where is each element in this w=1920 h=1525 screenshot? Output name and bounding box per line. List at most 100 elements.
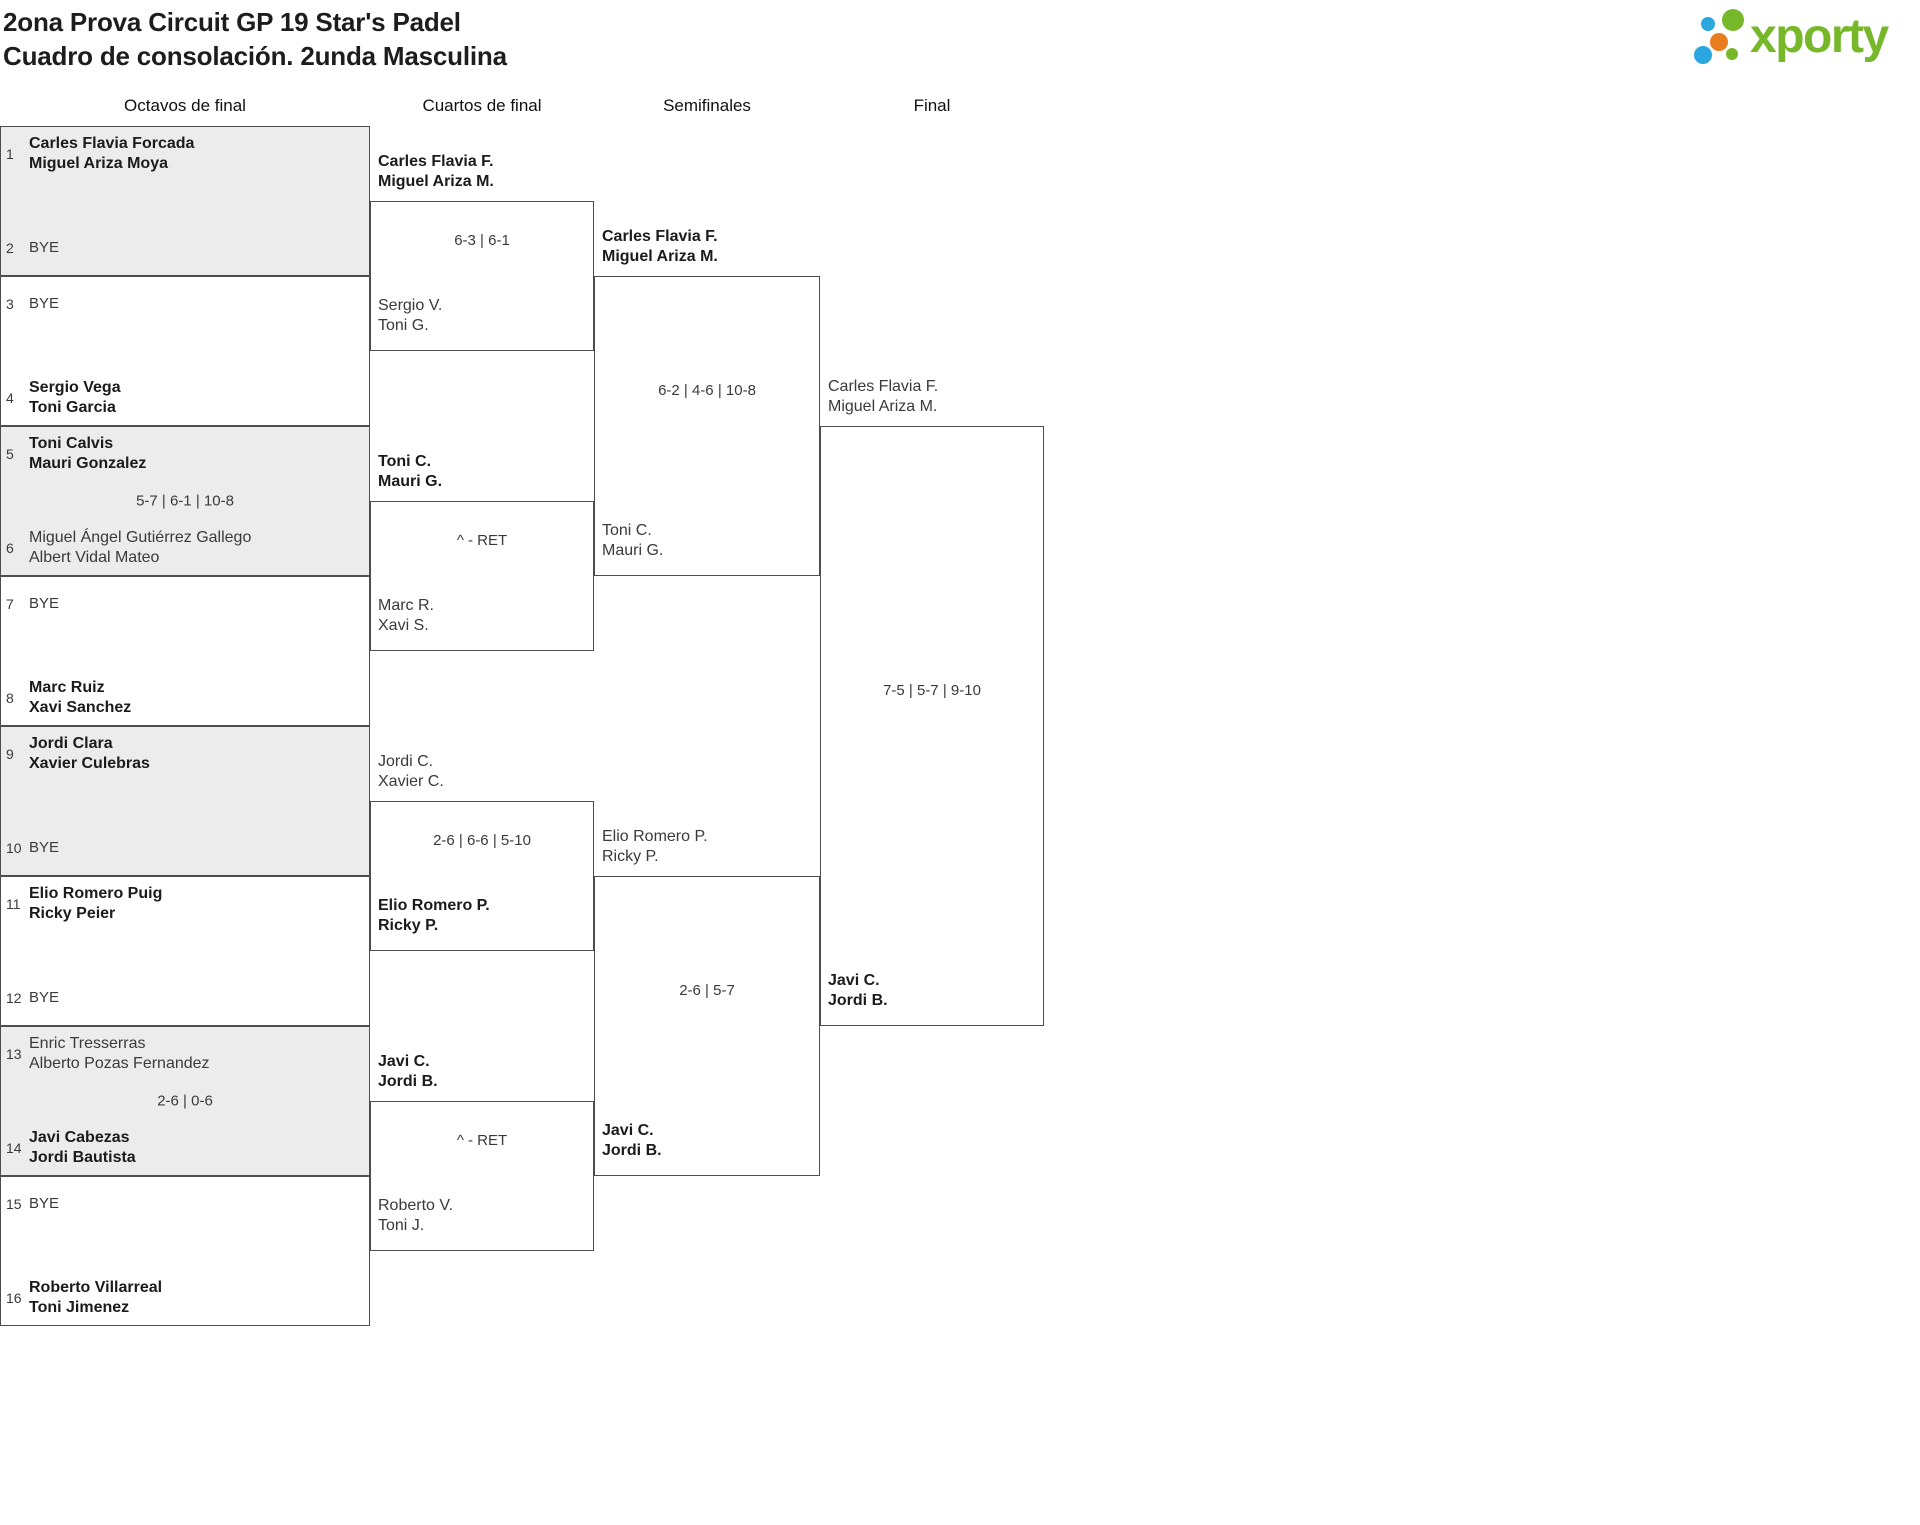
player-name: Alberto Pozas Fernandez — [29, 1055, 210, 1072]
player-name: Xavi S. — [378, 617, 429, 634]
slot-4: 4 Sergio Vega Toni Garcia — [1, 371, 369, 425]
xporty-logo[interactable]: xporty — [1686, 2, 1918, 76]
team-names: Elio Romero Puig Ricky Peier — [29, 884, 162, 924]
player-name: Roberto Villarreal — [29, 1279, 163, 1296]
bye-label: BYE — [29, 989, 60, 1006]
slot-number: 12 — [6, 990, 22, 1006]
slot-11: 11 Elio Romero Puig Ricky Peier — [1, 877, 369, 931]
slot-number: 15 — [6, 1196, 22, 1212]
round-header-final: Final — [913, 96, 951, 115]
bye-label: BYE — [29, 839, 60, 856]
qf-match-1: Carles Flavia F. Miguel Ariza M. 6-3 | 6… — [370, 153, 594, 351]
bye-label: BYE — [29, 1195, 60, 1212]
slot-number: 9 — [6, 746, 14, 762]
player-name: Miguel Ángel Gutiérrez Gallego — [29, 529, 252, 546]
page-title: 2ona Prova Circuit GP 19 Star's Padel Cu… — [3, 5, 507, 73]
player-name: Toni C. — [602, 522, 652, 539]
match-score: 5-7 | 6-1 | 10-8 — [136, 492, 234, 510]
team-names: Elio Romero P. Ricky P. — [602, 827, 708, 867]
r1-match-7: 13 Enric Tresserras Alberto Pozas Fernan… — [0, 1026, 370, 1176]
player-name: Roberto V. — [378, 1197, 454, 1214]
player-name: Albert Vidal Mateo — [29, 549, 160, 566]
qf-match-4: Javi C. Jordi B. ^ - RET Roberto V. Toni… — [370, 1053, 594, 1251]
slot-number: 14 — [6, 1140, 22, 1156]
team-names: Jordi C. Xavier C. — [378, 752, 444, 792]
team-names: Carles Flavia F. Miguel Ariza M. — [378, 152, 494, 192]
qf-match-3: Jordi C. Xavier C. 2-6 | 6-6 | 5-10 Elio… — [370, 753, 594, 951]
team-names: Javi C. Jordi B. — [602, 1121, 662, 1161]
player-name: Carles Flavia F. — [828, 378, 939, 395]
slot-number: 13 — [6, 1046, 22, 1062]
team-names: Sergio Vega Toni Garcia — [29, 378, 121, 418]
r1-match-2: 3 BYE 4 Sergio Vega Toni Garcia — [0, 276, 370, 426]
logo-dot-icon — [1701, 17, 1715, 31]
player-name: Elio Romero P. — [378, 897, 490, 914]
team-names: Enric Tresserras Alberto Pozas Fernandez — [29, 1034, 210, 1074]
team-names: Carles Flavia F. Miguel Ariza M. — [828, 377, 938, 417]
player-name: Ricky P. — [378, 917, 439, 934]
sf-match-2: Elio Romero P. Ricky P. 2-6 | 5-7 Javi C… — [594, 828, 820, 1176]
slot-1: 1 Carles Flavia Forcada Miguel Ariza Moy… — [1, 127, 369, 181]
team-names: Marc Ruiz Xavi Sanchez — [29, 678, 131, 718]
player-name: Marc Ruiz — [29, 679, 105, 696]
team-names: Carles Flavia F. Miguel Ariza M. — [602, 227, 718, 267]
player-name: Javi C. — [378, 1053, 430, 1070]
player-name: Elio Romero P. — [602, 828, 708, 845]
round-header-cuartos: Cuartos de final — [422, 96, 542, 115]
player-name: Toni Garcia — [29, 399, 116, 416]
match-score: ^ - RET — [456, 1132, 508, 1149]
team-names: Javi Cabezas Jordi Bautista — [29, 1128, 136, 1168]
player-name: Carles Flavia Forcada — [29, 135, 195, 152]
player-name: Sergio V. — [378, 297, 443, 314]
team-names: Roberto V. Toni J. — [378, 1196, 453, 1236]
logo-dot-icon — [1694, 46, 1712, 64]
slot-14: 14 Javi Cabezas Jordi Bautista — [1, 1121, 369, 1175]
final-match: Carles Flavia F. Miguel Ariza M. 7-5 | 5… — [820, 378, 1044, 1026]
team-names: Toni Calvis Mauri Gonzalez — [29, 434, 146, 474]
player-name: Toni J. — [378, 1217, 425, 1234]
logo-dot-icon — [1710, 33, 1728, 51]
player-name: Mauri Gonzalez — [29, 455, 147, 472]
sf-match-1: Carles Flavia F. Miguel Ariza M. 6-2 | 4… — [594, 228, 820, 576]
title-line-2: Cuadro de consolación. 2unda Masculina — [3, 41, 507, 71]
player-name: Toni C. — [378, 453, 432, 470]
title-line-1: 2ona Prova Circuit GP 19 Star's Padel — [3, 7, 461, 37]
match-score: 2-6 | 0-6 — [157, 1092, 213, 1110]
match-score: 2-6 | 6-6 | 5-10 — [433, 832, 531, 849]
slot-6: 6 Miguel Ángel Gutiérrez Gallego Albert … — [1, 521, 369, 575]
player-name: Mauri G. — [378, 473, 443, 490]
player-name: Miguel Ariza M. — [378, 173, 494, 190]
player-name: Sergio Vega — [29, 379, 121, 396]
team-names: Miguel Ángel Gutiérrez Gallego Albert Vi… — [29, 528, 251, 568]
slot-9: 9 Jordi Clara Xavier Culebras — [1, 727, 369, 781]
player-name: Carles Flavia F. — [378, 153, 494, 170]
player-name: Carles Flavia F. — [602, 228, 718, 245]
player-name: Jordi B. — [828, 992, 888, 1009]
player-name: Jordi B. — [602, 1142, 662, 1159]
team-names: Marc R. Xavi S. — [378, 596, 434, 636]
player-name: Jordi B. — [378, 1073, 438, 1090]
slot-number: 3 — [6, 296, 14, 312]
slot-8: 8 Marc Ruiz Xavi Sanchez — [1, 671, 369, 725]
slot-12: 12 BYE — [1, 971, 369, 1025]
player-name: Xavier C. — [378, 773, 444, 790]
player-name: Ricky P. — [602, 848, 659, 865]
slot-13: 13 Enric Tresserras Alberto Pozas Fernan… — [1, 1027, 369, 1081]
logo-dot-icon — [1722, 9, 1744, 31]
player-name: Javi Cabezas — [29, 1129, 130, 1146]
match-score: 7-5 | 5-7 | 9-10 — [883, 682, 981, 699]
team-names: Sergio V. Toni G. — [378, 296, 442, 336]
round-header-octavos: Octavos de final — [124, 96, 246, 115]
player-name: Javi C. — [602, 1122, 654, 1139]
bye-label: BYE — [29, 295, 60, 312]
slot-15: 15 BYE — [1, 1177, 369, 1231]
slot-16: 16 Roberto Villarreal Toni Jimenez — [1, 1271, 369, 1325]
match-score: 2-6 | 5-7 — [679, 982, 735, 999]
player-name: Elio Romero Puig — [29, 885, 163, 902]
player-name: Miguel Ariza M. — [602, 248, 718, 265]
r1-match-6: 11 Elio Romero Puig Ricky Peier 12 BYE — [0, 876, 370, 1026]
match-score: 6-2 | 4-6 | 10-8 — [658, 382, 756, 399]
bye-label: BYE — [29, 239, 60, 256]
slot-number: 10 — [6, 840, 22, 856]
team-names: Javi C. Jordi B. — [828, 971, 888, 1011]
